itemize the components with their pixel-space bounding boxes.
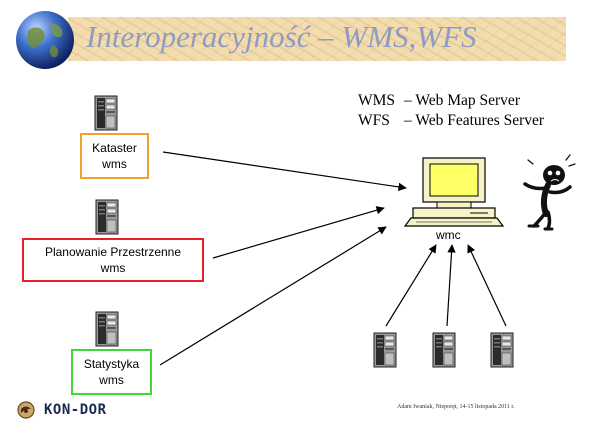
legend-wfs-text: – Web Features Server (404, 112, 545, 129)
computer-icon (403, 157, 505, 227)
globe-icon (16, 11, 74, 69)
arrow-planowanie-to-wmc (212, 206, 385, 259)
source-box-katastr: Kataster wms (80, 133, 149, 179)
arrow-client2-to-wmc (446, 244, 456, 327)
source-name-statystyka: Statystyka (83, 357, 140, 371)
server-icon-statystyka (95, 311, 119, 347)
server-icon-planowanie (95, 199, 119, 235)
source-name-planowanie: Planowanie Przestrzenne (44, 245, 182, 259)
footer-logo-text: KON-DOR (44, 402, 107, 418)
source-box-planowanie: Planowanie Przestrzenne wms (22, 238, 204, 282)
kondor-logo-icon (17, 401, 35, 419)
legend-wfs: WFS – Web Features Server (358, 112, 544, 130)
legend-wfs-abbr: WFS (358, 112, 390, 129)
server-icon-client-2 (432, 332, 456, 368)
source-type-planowanie: wms (100, 261, 126, 275)
source-box-statystyka: Statystyka wms (71, 349, 152, 395)
wmc-label: wmc (436, 228, 461, 242)
title-band (68, 17, 566, 61)
source-type-statystyka: wms (99, 373, 124, 387)
source-name-katastr: Kataster (92, 141, 137, 155)
server-icon-katastr (94, 95, 118, 131)
legend-wms-text: – Web Map Server (404, 92, 520, 109)
arrow-statystyka-to-wmc (159, 226, 387, 366)
legend-wms-abbr: WMS (358, 92, 396, 109)
arrow-client1-to-wmc (385, 244, 437, 327)
slide-title: Interoperacyjność – WMS,WFS (86, 19, 477, 54)
person-icon (523, 154, 576, 231)
footer-credit: Adam Iwaniak, Nieporęt, 14-15 listopada … (397, 404, 515, 410)
legend-wms: WMS – Web Map Server (358, 92, 520, 110)
arrow-katastr-to-wmc (162, 151, 407, 192)
arrow-client3-to-wmc (467, 244, 507, 327)
server-icon-client-1 (373, 332, 397, 368)
server-icon-client-3 (490, 332, 514, 368)
source-type-katastr: wms (102, 157, 127, 171)
